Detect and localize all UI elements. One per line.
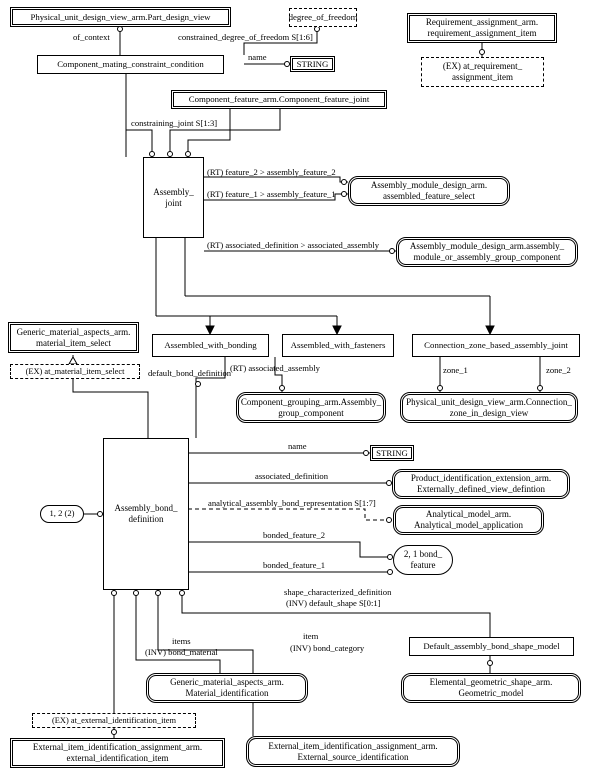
bond-feature-ref-box: 2, 1 bond_feature [393,545,453,575]
label-zone-2: zone_2 [546,365,571,375]
label-associated-definition-rt: (RT) associated_definition > associated_… [207,240,380,250]
pudv-part-design-view-box: Physical_unit_design_view_arm.Part_desig… [10,7,231,27]
component-feature-joint-box: Component_feature_arm.Component_feature_… [171,90,387,109]
label-feature-2: (RT) feature_2 > assembly_feature_2 [207,167,336,177]
string-box-2: STRING [370,445,414,461]
label-feature-1: (RT) feature_1 > assembly_feature_1 [207,189,336,199]
ex-at-external-box: (EX) at_external_identification_item [32,713,196,728]
label-shape-characterized: shape_characterized_definition [284,587,392,597]
component-mating-box: Component_mating_constraint_condition [37,55,224,74]
label-name-1: name [248,52,267,62]
label-zone-1: zone_1 [443,365,468,375]
page-ref-box: 1, 2 (2) [40,505,84,523]
string-box-1: STRING [290,56,335,72]
degree-of-freedom-box: degree_of_freedom [289,8,357,27]
assembled-with-bonding-box: Assembled_with_bonding [152,334,269,357]
label-analytical-rep: analytical_assembly_bond_representation … [208,498,376,508]
default-bond-shape-box: Default_assembly_bond_shape_model [409,637,574,656]
label-name-2: name [288,441,307,451]
ex-at-requirement-box: (EX) at_requirement_assignment_item [421,57,544,87]
label-bonded-feature-2: bonded_feature_2 [263,530,326,540]
label-bonded-feature-1: bonded_feature_1 [263,560,326,570]
label-inv-default-shape: (INV) default_shape S[0:1] [286,598,381,608]
label-of-context: of_context [73,32,110,42]
component-grouping-box: Component_grouping_arm.Assembly_group_co… [236,392,386,423]
req-assign-item-box: Requirement_assignment_arm.requirement_a… [407,13,557,43]
generic-material-item-select-box: Generic_material_aspects_arm.material_it… [8,322,139,353]
assembly-bond-definition-box: Assembly_bond_definition [103,438,189,590]
label-constraining-joint: constraining_joint S[1:3] [131,118,218,128]
pudv-connection-zone-box: Physical_unit_design_view_arm.Connection… [400,392,578,423]
label-associated-assembly: (RT) associated_assembly [230,363,320,373]
pie-externally-defined-box: Product_identification_extension_arm.Ext… [392,469,570,499]
label-items: items [172,636,191,646]
assembly-joint-box: Assembly_joint [143,157,204,238]
analytical-model-box: Analytical_model_arm.Analytical_model_ap… [393,505,544,535]
label-item: item [303,631,319,641]
amd-assembly-module-box: Assembly_module_design_arm.assembly_modu… [396,237,578,267]
label-associated-definition: associated_definition [255,471,329,481]
assembled-with-fasteners-box: Assembled_with_fasteners [282,334,394,357]
elemental-geometric-box: Elemental_geometric_shape_arm.Geometric_… [401,673,581,703]
amd-assembled-feature-select-box: Assembly_module_design_arm.assembled_fea… [348,176,510,206]
label-constrained-dof: constrained_degree_of_freedom S[1:6] [178,32,313,42]
label-default-bond-definition: default_bond_definition [148,368,232,378]
label-inv-bond-category: (INV) bond_category [290,643,365,653]
ext-source-identification-box: External_item_identification_assignment_… [246,736,460,767]
ex-at-material-box: (EX) at_material_item_select [10,364,140,379]
label-inv-bond-material: (INV) bond_material [145,647,218,657]
generic-material-identification-box: Generic_material_aspects_arm.Material_id… [146,673,308,703]
connection-zone-joint-box: Connection_zone_based_assembly_joint [412,334,580,357]
ext-item-identification-item-box: External_item_identification_assignment_… [10,738,225,768]
